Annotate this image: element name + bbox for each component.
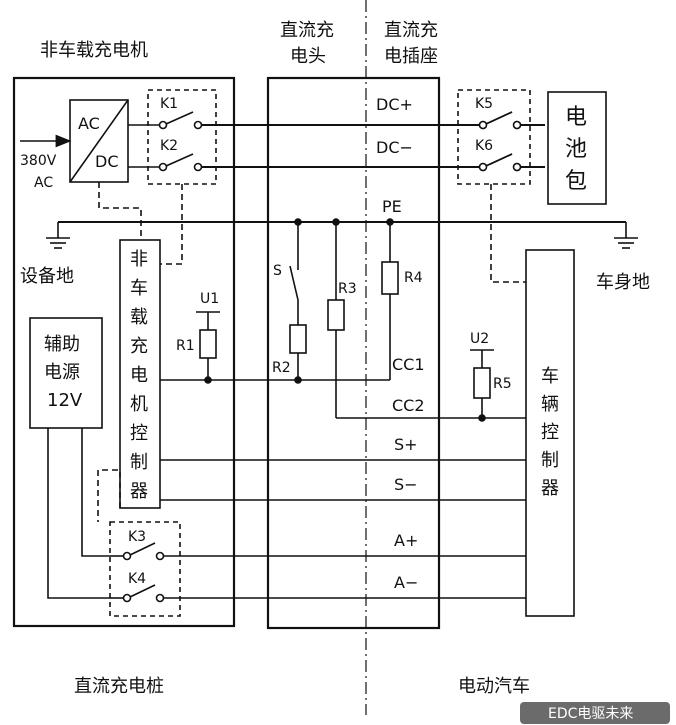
dc-socket-label-1: 直流充 — [384, 20, 438, 41]
controller-char-9: 器 — [130, 481, 148, 502]
converter-control-link — [98, 182, 142, 240]
cc1-label: CC1 — [392, 355, 425, 374]
aux-power-minus-wire — [47, 428, 110, 599]
vehicle-controller-char-5: 器 — [541, 478, 559, 499]
offboard-charger-label: 非车载充电机 — [40, 40, 148, 61]
dc-plus-label: DC+ — [376, 95, 413, 114]
vehicle-controller-char-2: 辆 — [541, 394, 559, 415]
r5-resistor — [473, 367, 491, 399]
r1-resistor — [199, 329, 217, 359]
r3-resistor — [327, 299, 345, 331]
r5-label: R5 — [493, 376, 512, 392]
k3-label: K3 — [128, 529, 146, 545]
vehicle-controller-char-1: 车 — [541, 366, 559, 387]
charger-enclosure — [12, 76, 236, 628]
aux-power-supply — [29, 317, 103, 429]
r4-resistor — [381, 261, 399, 295]
controller-char-1: 非 — [130, 249, 148, 270]
battery-label-2: 池 — [565, 137, 587, 162]
controller-char-6: 机 — [130, 394, 148, 415]
s-label: S — [273, 263, 282, 279]
k4-switch — [129, 584, 156, 598]
k6-label: K6 — [475, 138, 493, 154]
controller-char-2: 车 — [130, 278, 148, 299]
charger-controller — [119, 239, 161, 509]
controller-char-4: 充 — [130, 336, 148, 357]
a-plus-label: A+ — [394, 531, 418, 550]
k4-label: K4 — [128, 571, 146, 587]
k3-switch — [129, 542, 156, 556]
k1-k2-relay-group — [147, 89, 217, 185]
s-switch — [289, 265, 299, 301]
dc-pile-label: 直流充电桩 — [74, 676, 164, 697]
r2-resistor — [289, 324, 307, 354]
aux-power-label-3: 12V — [47, 390, 83, 411]
k5-label: K5 — [475, 96, 493, 112]
body-ground-label: 车身地 — [596, 272, 650, 293]
aux-power-label-2: 电源 — [44, 362, 80, 383]
u1-label: U1 — [200, 291, 219, 307]
cc2-label: CC2 — [392, 396, 425, 415]
converter-ac-label: AC — [78, 114, 100, 133]
u2-label: U2 — [470, 331, 489, 347]
ac-voltage-unit-label: AC — [34, 175, 53, 191]
s-plus-label: S+ — [394, 435, 418, 454]
k2-switch — [165, 153, 194, 167]
k5-k6-control-link — [490, 184, 526, 283]
pe-label: PE — [382, 197, 402, 216]
converter-dc-label: DC — [95, 152, 119, 171]
vehicle-controller-char-3: 控 — [541, 422, 559, 443]
k1-switch — [165, 111, 194, 125]
vehicle-controller-char-4: 制 — [541, 450, 559, 471]
aux-power-plus-wire — [81, 428, 110, 557]
r2-label: R2 — [272, 360, 291, 376]
ac-voltage-label: 380V — [20, 153, 57, 169]
battery-label-3: 包 — [565, 169, 587, 194]
watermark-label: EDC电驱未来 — [548, 706, 633, 722]
r1-label: R1 — [176, 338, 195, 354]
plug-socket-enclosure — [266, 76, 441, 630]
dc-minus-label: DC− — [376, 138, 413, 157]
k2-label: K2 — [160, 138, 178, 154]
watermark-badge — [520, 702, 670, 724]
controller-char-8: 制 — [130, 452, 148, 473]
dc-plug-label-2: 电头 — [290, 46, 326, 67]
controller-char-3: 载 — [130, 307, 148, 328]
k5-k6-relay-group — [457, 89, 531, 185]
controller-char-7: 控 — [130, 423, 148, 444]
a-minus-label: A− — [394, 573, 418, 592]
r3-label: R3 — [338, 281, 357, 297]
r4-label: R4 — [404, 270, 423, 286]
battery-pack — [547, 91, 607, 205]
k3-k4-relay-group — [109, 521, 181, 617]
aux-power-label-1: 辅助 — [44, 334, 80, 355]
ev-label: 电动汽车 — [458, 676, 530, 697]
k1-k2-control-link — [160, 184, 183, 265]
dc-plug-label-1: 直流充 — [280, 20, 334, 41]
equipment-ground-label: 设备地 — [20, 266, 74, 287]
converter-diagonal — [69, 99, 129, 183]
k3-k4-control-link — [97, 469, 121, 522]
controller-char-5: 电 — [130, 365, 148, 386]
battery-label-1: 电 — [565, 105, 587, 130]
vehicle-controller — [525, 249, 575, 617]
k1-label: K1 — [160, 96, 178, 112]
s-minus-label: S− — [394, 475, 418, 494]
dc-socket-label-2: 电插座 — [384, 46, 438, 67]
